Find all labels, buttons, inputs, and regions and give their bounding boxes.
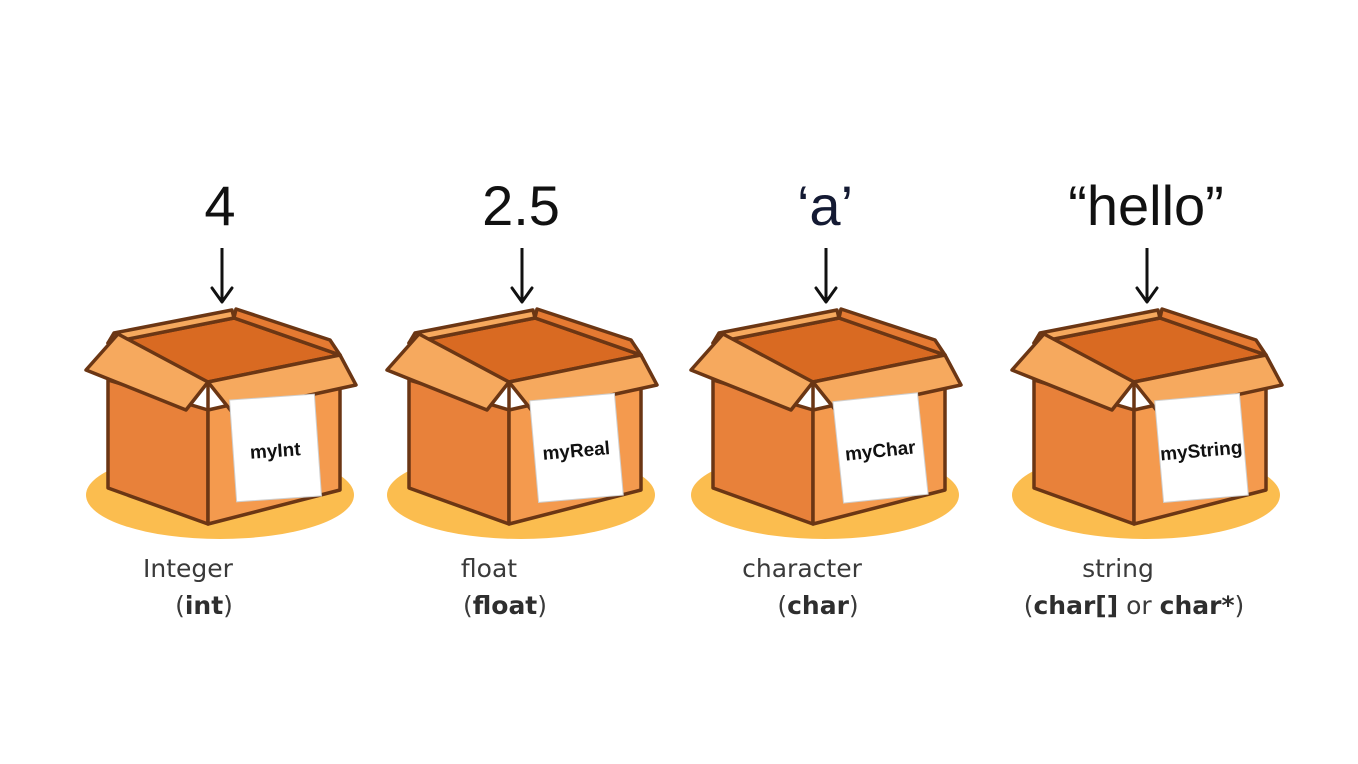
box-label-card: myString xyxy=(1154,392,1249,504)
type-name-label: character xyxy=(742,554,862,583)
box-myString: myString xyxy=(1010,307,1284,539)
type-punctuation: ) xyxy=(223,591,233,620)
type-keyword: char[] xyxy=(1033,591,1118,620)
box-right-flap xyxy=(206,353,358,414)
label-card-bg xyxy=(229,393,322,503)
box-label-card: myChar xyxy=(832,392,929,504)
box-myChar: myChar xyxy=(689,307,963,539)
type-keyword-label: (int) xyxy=(175,591,233,620)
type-punctuation: ) xyxy=(537,591,547,620)
type-punctuation: ( xyxy=(1024,591,1034,620)
type-keyword: float xyxy=(473,591,538,620)
type-punctuation: ) xyxy=(849,591,859,620)
type-punctuation: ( xyxy=(175,591,185,620)
down-arrow-icon xyxy=(210,248,234,304)
box-right-flap xyxy=(811,353,963,414)
type-name-label: Integer xyxy=(143,554,234,583)
box-back-flap-left xyxy=(711,308,841,345)
type-punctuation: or xyxy=(1118,591,1159,620)
type-keyword: char xyxy=(787,591,849,620)
box-back-flap-left xyxy=(407,308,537,345)
type-name-label: float xyxy=(461,554,517,583)
box-back-flap xyxy=(837,307,947,357)
type-keyword-label: (char[] or char*) xyxy=(1024,591,1245,620)
assigned-value: ‘a’ xyxy=(797,174,853,237)
box-label-card: myReal xyxy=(529,392,624,504)
assigned-value: 2.5 xyxy=(482,174,560,237)
label-card-bg xyxy=(1154,392,1249,504)
box-right-flap xyxy=(1132,353,1284,414)
box-back-flap-left xyxy=(106,308,236,345)
type-name-label: string xyxy=(1082,554,1154,583)
type-punctuation: ( xyxy=(777,591,787,620)
variable-name-label: myInt xyxy=(249,439,302,464)
assigned-value: “hello” xyxy=(1068,174,1224,237)
box-back-flap xyxy=(232,307,342,357)
assigned-value: 4 xyxy=(204,174,235,237)
box-myInt: myInt xyxy=(84,307,358,539)
type-keyword-label: (char) xyxy=(777,591,858,620)
box-back-flap-left xyxy=(1032,308,1162,345)
box-myReal: myReal xyxy=(385,307,659,539)
label-card-bg xyxy=(529,392,624,504)
down-arrow-icon xyxy=(814,248,838,304)
box-label-card: myInt xyxy=(229,393,322,503)
type-punctuation: ( xyxy=(463,591,473,620)
type-punctuation: ) xyxy=(1235,591,1245,620)
box-right-flap xyxy=(507,353,659,414)
type-keyword-label: (float) xyxy=(463,591,547,620)
label-card-bg xyxy=(832,392,929,504)
box-back-flap xyxy=(533,307,643,357)
down-arrow-icon xyxy=(510,248,534,304)
box-back-flap xyxy=(1158,307,1268,357)
type-keyword: int xyxy=(185,591,223,620)
type-keyword: char* xyxy=(1160,591,1235,620)
down-arrow-icon xyxy=(1135,248,1159,304)
